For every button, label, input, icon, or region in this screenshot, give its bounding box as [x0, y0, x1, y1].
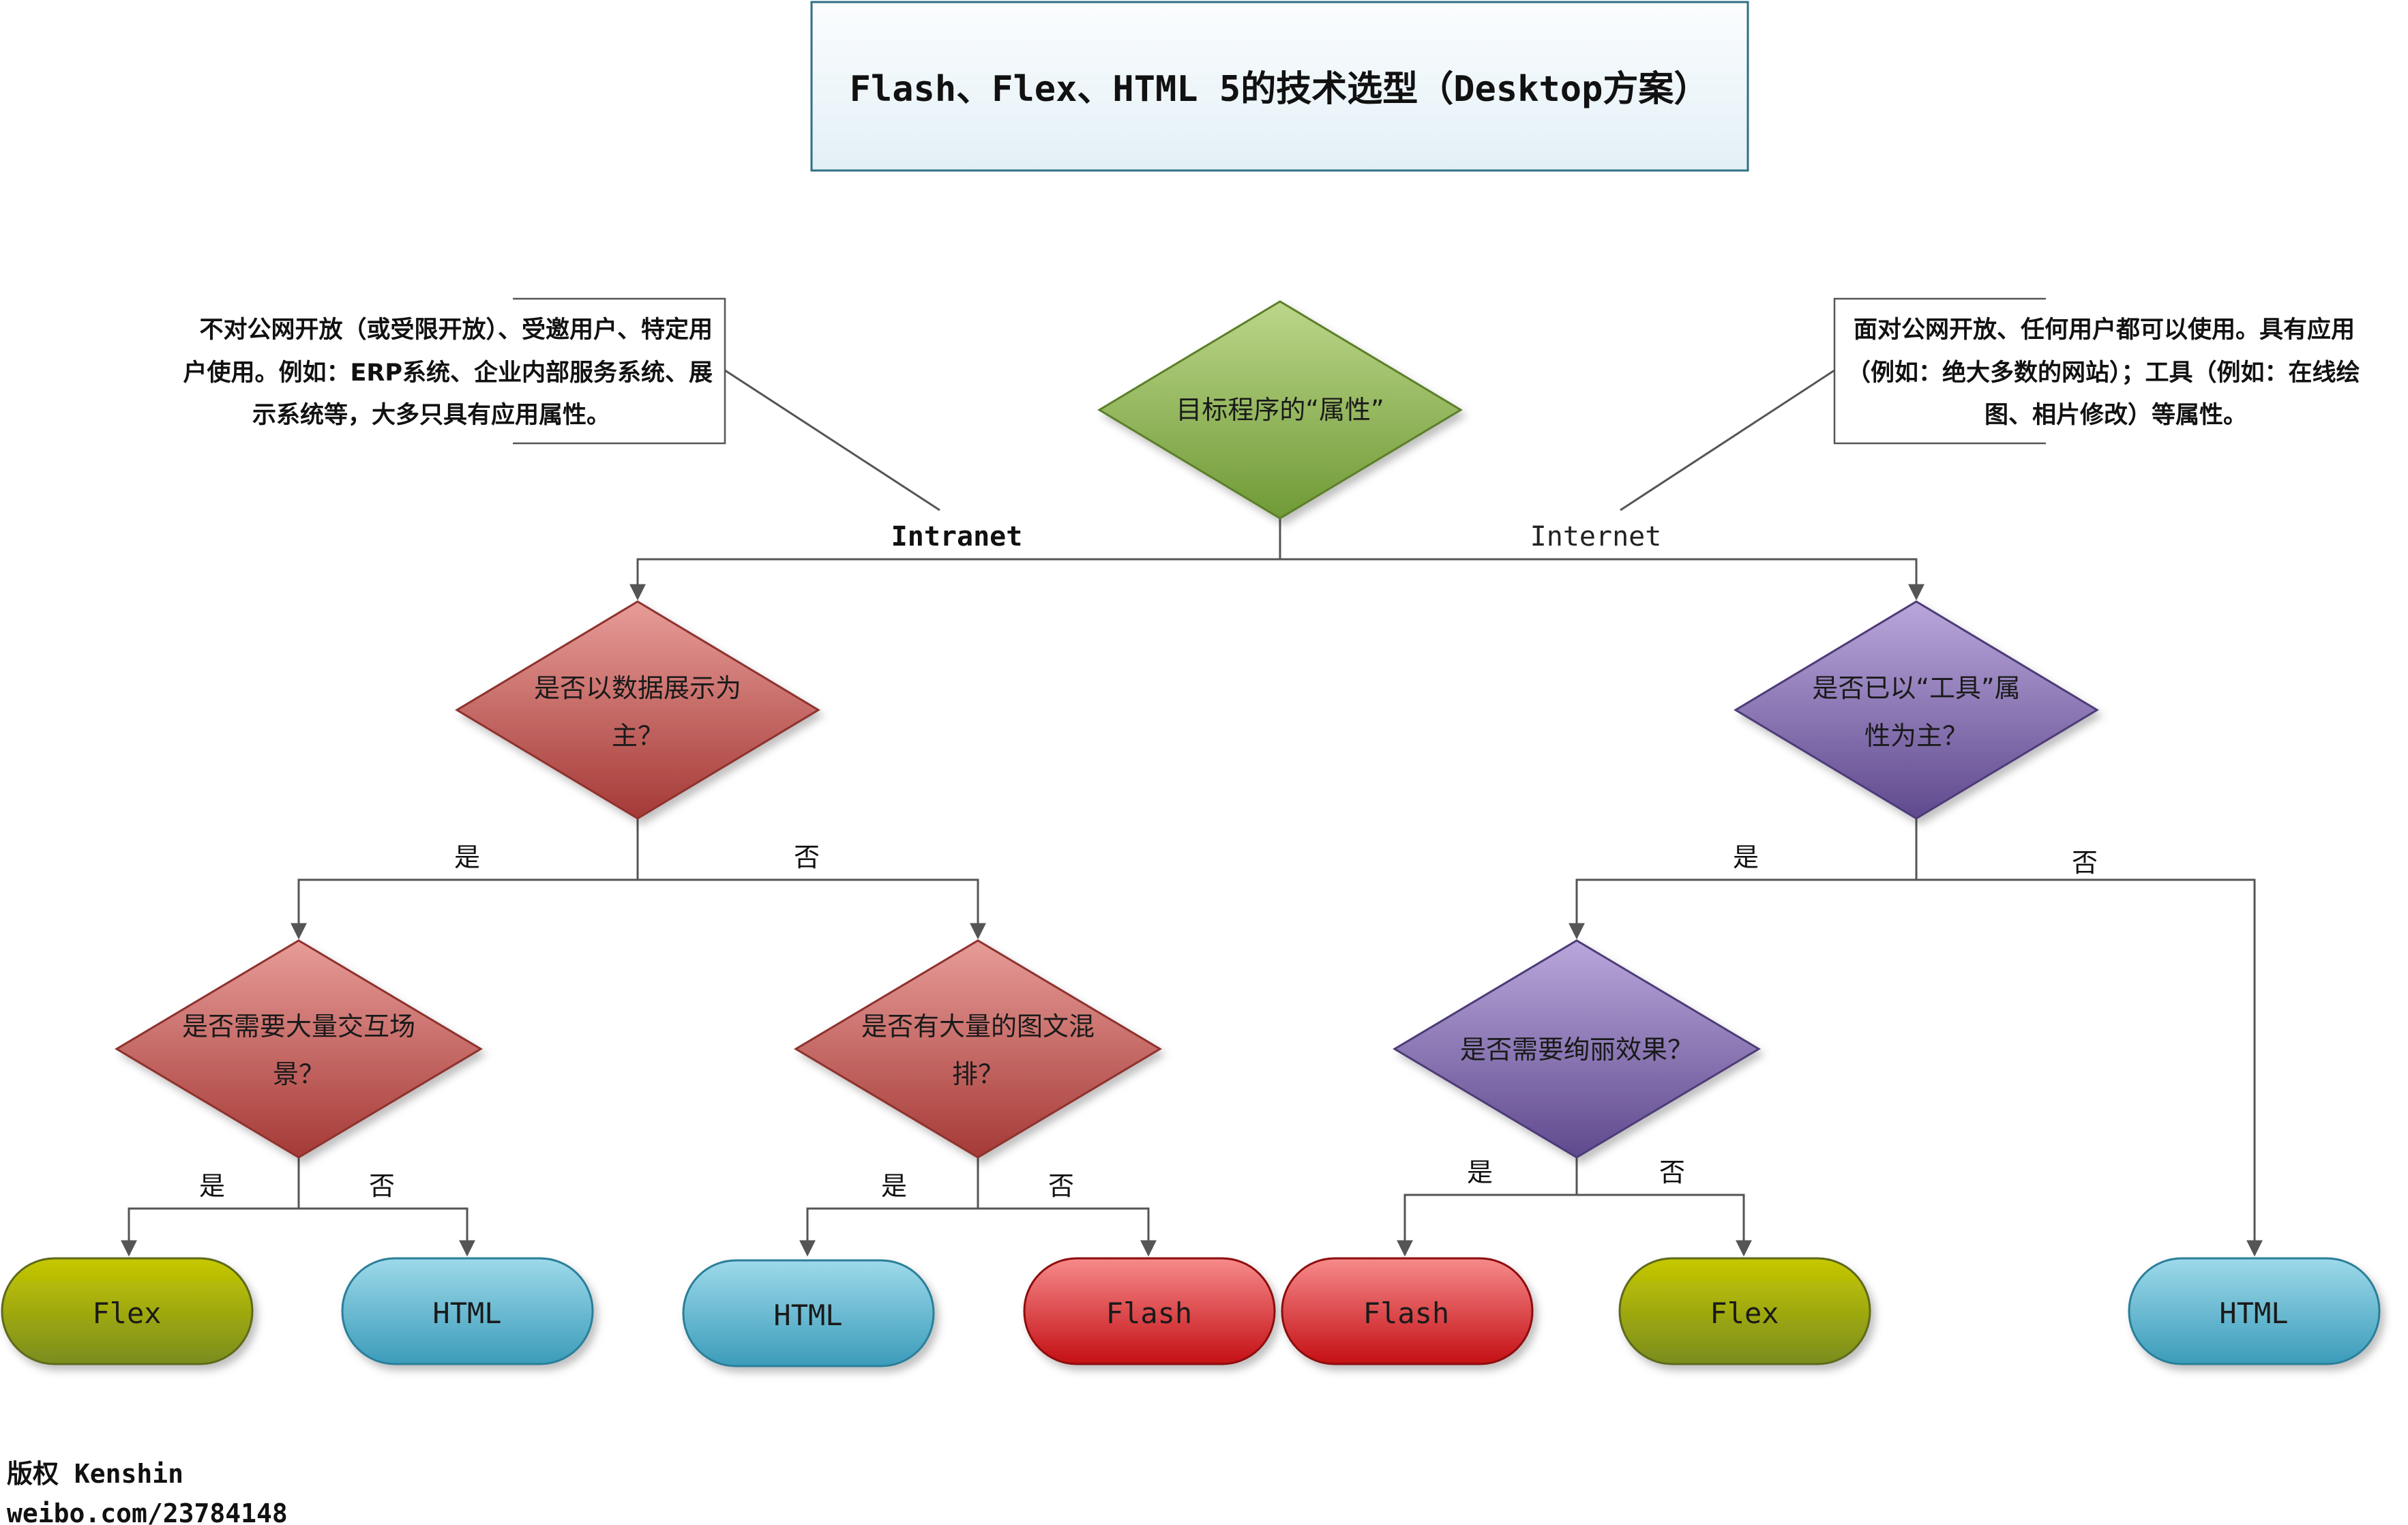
internet-note: 面对公网开放、任何用户都可以使用。具有应用 （例如：绝大多数的网站）；工具（例如…	[1833, 297, 2360, 445]
branch-label-internet: Internet	[1530, 521, 1662, 552]
data-display-no-line	[638, 878, 986, 940]
interaction-label-line-2: 景？	[273, 1059, 325, 1089]
internet-note-line-3: 图、相片修改）等属性。	[1985, 402, 2247, 429]
data-display-yes-line	[291, 878, 638, 940]
internet-callout-line	[1620, 369, 1835, 512]
outcome-flex-1-label: Flex	[92, 1297, 161, 1330]
intranet-note-line-1: 不对公网开放（或受限开放）、受邀用户、特定用	[199, 316, 713, 344]
effects-decision	[1393, 939, 1761, 1159]
intranet-line	[629, 558, 1280, 601]
mixed-layout-decision	[794, 939, 1162, 1159]
outcome-flash-2-label: Flash	[1363, 1297, 1449, 1330]
interaction-label-line-1: 是否需要大量交互场	[182, 1011, 415, 1041]
connectors	[121, 369, 2263, 1257]
data-display-yes-label: 是	[454, 842, 480, 872]
outcome-flex-1: Flex	[1, 1257, 254, 1365]
internet-note-line-1: 面对公网开放、任何用户都可以使用。具有应用	[1854, 316, 2355, 344]
data-display-decision	[455, 600, 820, 820]
effects-yes-label: 是	[1467, 1157, 1493, 1187]
root-decision	[1097, 300, 1463, 520]
data-display-no-label: 否	[794, 842, 820, 872]
tool-decision	[1734, 600, 2099, 820]
interaction-yes-line	[121, 1207, 299, 1257]
interaction-decision	[115, 939, 483, 1159]
title-box: Flash、Flex、HTML 5的技术选型（Desktop方案）	[810, 1, 1749, 172]
mixed-yes-label: 是	[881, 1171, 907, 1201]
outcome-flex-2: Flex	[1618, 1257, 1871, 1365]
intranet-note: 不对公网开放（或受限开放）、受邀用户、特定用 户使用。例如：ERP系统、企业内部…	[183, 297, 726, 445]
mixed-no-line	[978, 1207, 1157, 1257]
outcome-flex-2-label: Flex	[1710, 1297, 1779, 1330]
mixed-no-label: 否	[1048, 1171, 1074, 1201]
outcome-html-2-label: HTML	[773, 1299, 842, 1332]
copyright-line-2: weibo.com/23784148	[7, 1498, 288, 1525]
intranet-note-line-3: 示系统等，大多只具有应用属性。	[252, 401, 610, 429]
tool-no-label: 否	[2072, 848, 2098, 878]
data-display-label-line-2: 主？	[612, 721, 664, 751]
copyright-line-1: 版权 Kenshin	[7, 1459, 183, 1489]
outcome-html-3-label: HTML	[2219, 1297, 2288, 1330]
outcome-html-1: HTML	[341, 1257, 594, 1365]
tool-yes-line	[1569, 878, 1916, 940]
interaction-yes-label: 是	[199, 1171, 225, 1201]
tool-label-line-1: 是否已以“工具”属	[1812, 673, 2020, 703]
effects-no-line	[1577, 1194, 1752, 1257]
outcome-html-2: HTML	[682, 1259, 935, 1367]
interaction-no-line	[299, 1207, 475, 1257]
mixed-yes-line	[799, 1207, 978, 1257]
outcome-flash-2: Flash	[1281, 1257, 1534, 1365]
tool-no-line	[1916, 878, 2263, 1257]
outcome-html-3: HTML	[2128, 1257, 2381, 1365]
intranet-note-line-2: 户使用。例如：ERP系统、企业内部服务系统、展	[183, 359, 713, 387]
effects-label: 是否需要绚丽效果？	[1460, 1035, 1693, 1065]
data-display-label-line-1: 是否以数据展示为	[534, 673, 741, 703]
internet-line	[1280, 558, 1924, 601]
copyright: 版权 Kenshin weibo.com/23784148	[7, 1459, 288, 1525]
root-decision-label: 目标程序的“属性”	[1176, 395, 1384, 425]
internet-note-line-2: （例如：绝大多数的网站）；工具（例如：在线绘	[1847, 359, 2360, 387]
outcome-html-1-label: HTML	[432, 1297, 501, 1330]
intranet-callout-line	[724, 369, 940, 512]
mixed-layout-label-line-1: 是否有大量的图文混	[861, 1011, 1095, 1041]
outcome-flash-1: Flash	[1023, 1257, 1276, 1365]
branch-label-intranet: Intranet	[891, 521, 1023, 552]
mixed-layout-label-line-2: 排？	[952, 1059, 1004, 1089]
interaction-no-label: 否	[369, 1171, 395, 1201]
tool-label-line-2: 性为主？	[1864, 721, 1968, 751]
tool-yes-label: 是	[1733, 842, 1759, 872]
effects-no-label: 否	[1659, 1157, 1685, 1187]
page-title: Flash、Flex、HTML 5的技术选型（Desktop方案）	[850, 69, 1710, 110]
outcome-flash-1-label: Flash	[1106, 1297, 1192, 1330]
effects-yes-line	[1397, 1194, 1577, 1257]
